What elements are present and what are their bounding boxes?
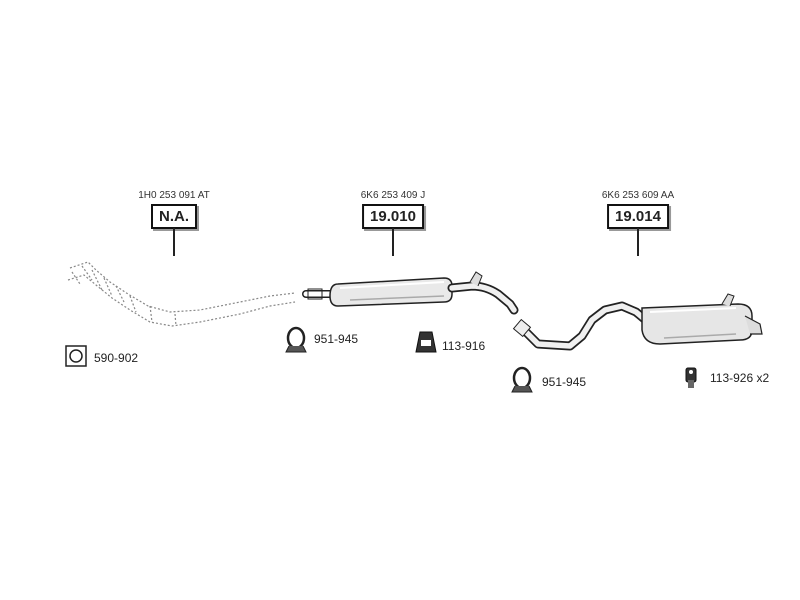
part-label-hanger[interactable]: 113-926 x2 bbox=[710, 371, 770, 385]
gasket-icon bbox=[65, 345, 87, 367]
clamp-icon bbox=[285, 326, 307, 353]
part-label-rubber-mount[interactable]: 113-916 bbox=[442, 339, 486, 353]
oem-number: 6K6 253 609 AA bbox=[601, 190, 675, 201]
leader-line bbox=[392, 228, 394, 256]
oem-number: 1H0 253 091 AT bbox=[138, 190, 210, 201]
leader-line bbox=[637, 228, 639, 256]
rubber-mount-icon bbox=[415, 331, 437, 353]
front-pipe-drawing bbox=[67, 261, 296, 327]
middle-silencer-drawing bbox=[302, 271, 519, 315]
part-label-clamp[interactable]: 951-945 bbox=[542, 375, 587, 389]
leader-line bbox=[173, 228, 175, 256]
reference-box[interactable]: 19.014 bbox=[607, 204, 669, 229]
part-label-clamp[interactable]: 951-945 bbox=[314, 332, 359, 346]
hanger-icon bbox=[685, 367, 697, 388]
oem-number: 6K6 253 409 J bbox=[360, 190, 426, 201]
reference-box[interactable]: 19.010 bbox=[362, 204, 424, 229]
rear-silencer-drawing bbox=[512, 293, 763, 351]
reference-box[interactable]: N.A. bbox=[151, 204, 197, 229]
clamp-icon bbox=[511, 366, 533, 393]
part-label-gasket[interactable]: 590-902 bbox=[94, 351, 139, 365]
